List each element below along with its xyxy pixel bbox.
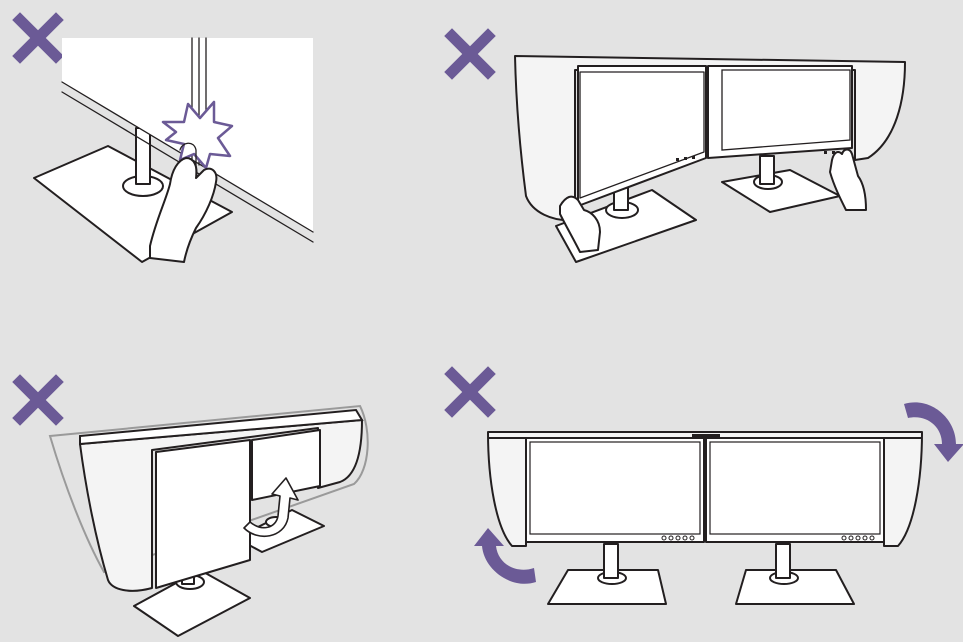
hand-icon xyxy=(829,148,867,211)
rotate-arrow-icon xyxy=(474,528,536,584)
rotate-arrow-icon xyxy=(904,402,963,462)
panel-pinch-hazard xyxy=(12,12,314,263)
stand-neck xyxy=(135,127,151,185)
stand-neck-right xyxy=(775,543,791,579)
screen-right xyxy=(251,429,321,501)
x-mark-icon xyxy=(444,28,496,80)
thumb xyxy=(179,142,197,177)
ghost-outline xyxy=(48,404,369,574)
hood-outer xyxy=(79,419,363,592)
hand-icon xyxy=(149,157,218,263)
stand-base-right xyxy=(721,169,841,213)
screen-left xyxy=(155,439,251,589)
panel-rotate-dual-monitors xyxy=(444,366,963,605)
stand-base-right xyxy=(735,569,855,605)
x-mark-icon xyxy=(12,374,64,426)
hand-icon xyxy=(559,195,601,253)
rotate-arrow-icon xyxy=(243,477,299,537)
burst-icon xyxy=(161,100,234,170)
panel-rotate-with-hood-pressed xyxy=(12,374,369,637)
stand-base-left xyxy=(547,569,667,605)
screen-left xyxy=(577,65,707,207)
panel-lift-by-hood xyxy=(444,28,906,263)
button-row xyxy=(661,535,875,541)
hood-outer xyxy=(514,55,906,222)
button-row xyxy=(676,151,835,161)
stand-neck-left xyxy=(603,543,619,579)
stand-neck-right xyxy=(759,155,775,185)
hood-clip xyxy=(692,434,720,438)
x-mark-icon xyxy=(444,366,496,418)
x-mark-icon xyxy=(12,12,64,64)
